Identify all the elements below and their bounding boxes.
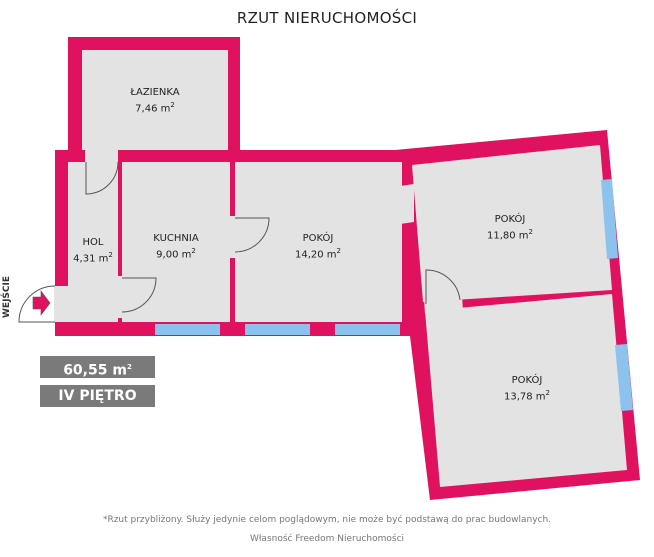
door-swing — [85, 161, 119, 195]
room-1-floor — [235, 162, 402, 322]
door-swing — [121, 277, 157, 313]
door-gap-kitchen — [117, 276, 123, 318]
page-title: RZUT NIERUCHOMOŚCI — [236, 9, 418, 27]
window — [601, 179, 618, 259]
door-swing — [425, 269, 461, 304]
door-gap-entrance — [54, 286, 69, 322]
window — [615, 344, 633, 411]
room-2-floor — [412, 145, 612, 302]
door-swing — [18, 285, 56, 323]
disclaimer: *Rzut przybliżony. Służy jedynie celom p… — [102, 515, 552, 525]
window — [245, 324, 310, 335]
door-gap-room-3 — [424, 295, 463, 314]
total-area-badge: 60,55 m2 — [40, 356, 155, 379]
door-gap-room-1 — [229, 216, 236, 258]
window — [155, 324, 220, 335]
entrance-label: WEJŚCIE — [2, 275, 12, 318]
bathroom-floor — [82, 50, 228, 150]
kitchen-floor — [122, 162, 230, 322]
door-gap-bathroom — [85, 149, 118, 163]
entrance-arrow-icon — [32, 290, 51, 316]
room-3-floor — [425, 294, 627, 487]
passage-room-2 — [400, 184, 414, 224]
hall-floor — [68, 162, 118, 322]
window — [335, 324, 400, 335]
ownership-note: Własność Freedom Nieruchomości — [249, 534, 405, 544]
floor-badge: IV PIĘTRO — [40, 385, 155, 407]
door-swing — [234, 217, 270, 253]
